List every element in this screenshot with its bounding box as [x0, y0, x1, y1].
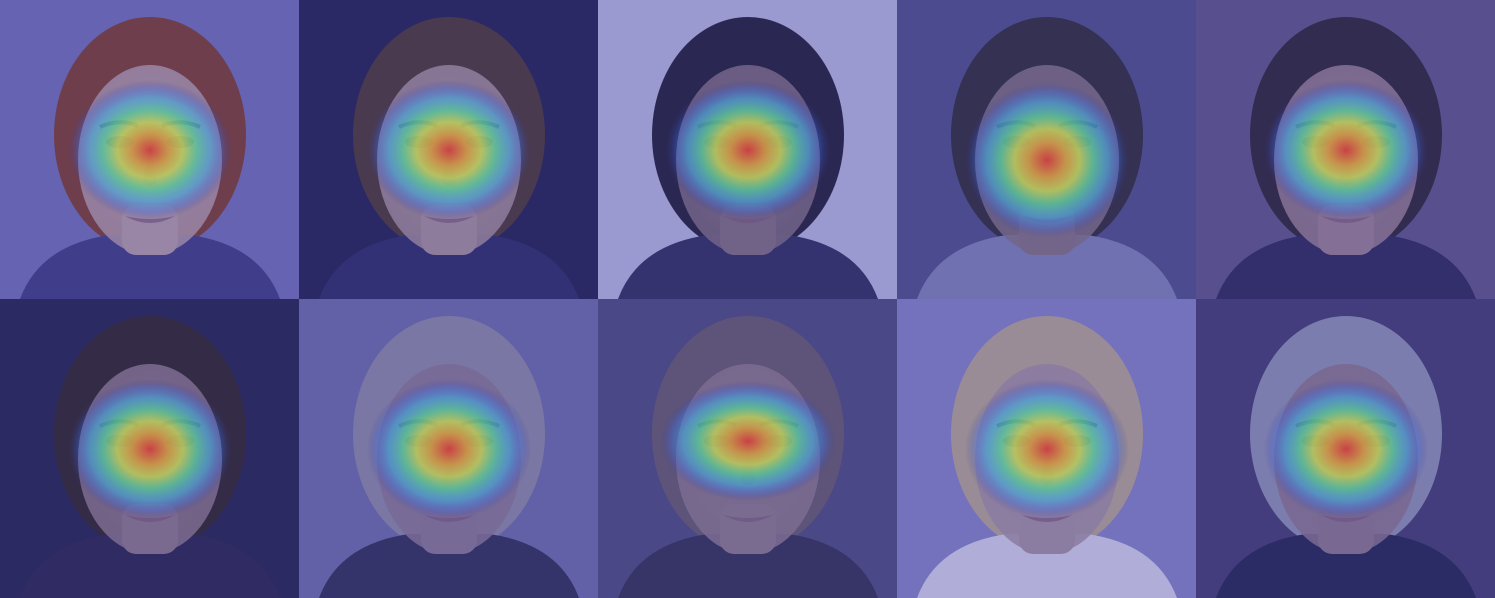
face-tile-3	[598, 0, 897, 299]
shoulders	[618, 235, 878, 299]
saliency-heatmap	[965, 82, 1129, 238]
face-tile-8	[598, 299, 897, 598]
saliency-heatmap	[367, 379, 531, 519]
face-photo-3	[598, 0, 897, 299]
face-tile-10	[1196, 299, 1495, 598]
saliency-heatmap	[1264, 80, 1428, 220]
shoulders	[1216, 235, 1476, 299]
tint-overlay	[598, 0, 897, 299]
face-tile-9	[897, 299, 1196, 598]
face-photo-6	[0, 299, 299, 598]
tint-overlay	[299, 299, 598, 598]
tint-overlay	[897, 0, 1196, 299]
shoulders	[917, 534, 1177, 598]
shoulders	[1216, 534, 1476, 598]
face-photo-10	[1196, 299, 1495, 598]
mouth	[723, 515, 773, 522]
shoulders	[319, 235, 579, 299]
shoulders	[917, 235, 1177, 299]
face-photo-2	[299, 0, 598, 299]
face-tile-1	[0, 0, 299, 299]
face-photo-7	[299, 299, 598, 598]
tint-overlay	[598, 299, 897, 598]
saliency-heatmap	[367, 80, 531, 220]
face-tile-7	[299, 299, 598, 598]
tint-overlay	[299, 0, 598, 299]
shoulders	[618, 534, 878, 598]
face-tile-6	[0, 299, 299, 598]
face-photo-4	[897, 0, 1196, 299]
saliency-heatmap	[660, 381, 836, 501]
face-photo-9	[897, 299, 1196, 598]
tint-overlay	[1196, 0, 1495, 299]
shoulders	[20, 534, 280, 598]
saliency-heatmap	[68, 379, 232, 519]
face-photo-5	[1196, 0, 1495, 299]
shoulders	[319, 534, 579, 598]
face-photo-1	[0, 0, 299, 299]
shoulders	[20, 235, 280, 299]
saliency-heatmap	[68, 80, 232, 220]
face-tile-5	[1196, 0, 1495, 299]
tint-overlay	[897, 299, 1196, 598]
tint-overlay	[0, 299, 299, 598]
face-tile-2	[299, 0, 598, 299]
saliency-heatmap	[1264, 379, 1428, 519]
saliency-heatmap	[666, 80, 830, 220]
saliency-heatmap	[965, 379, 1129, 519]
face-tile-4	[897, 0, 1196, 299]
tint-overlay	[1196, 299, 1495, 598]
tint-overlay	[0, 0, 299, 299]
face-photo-8	[598, 299, 897, 598]
